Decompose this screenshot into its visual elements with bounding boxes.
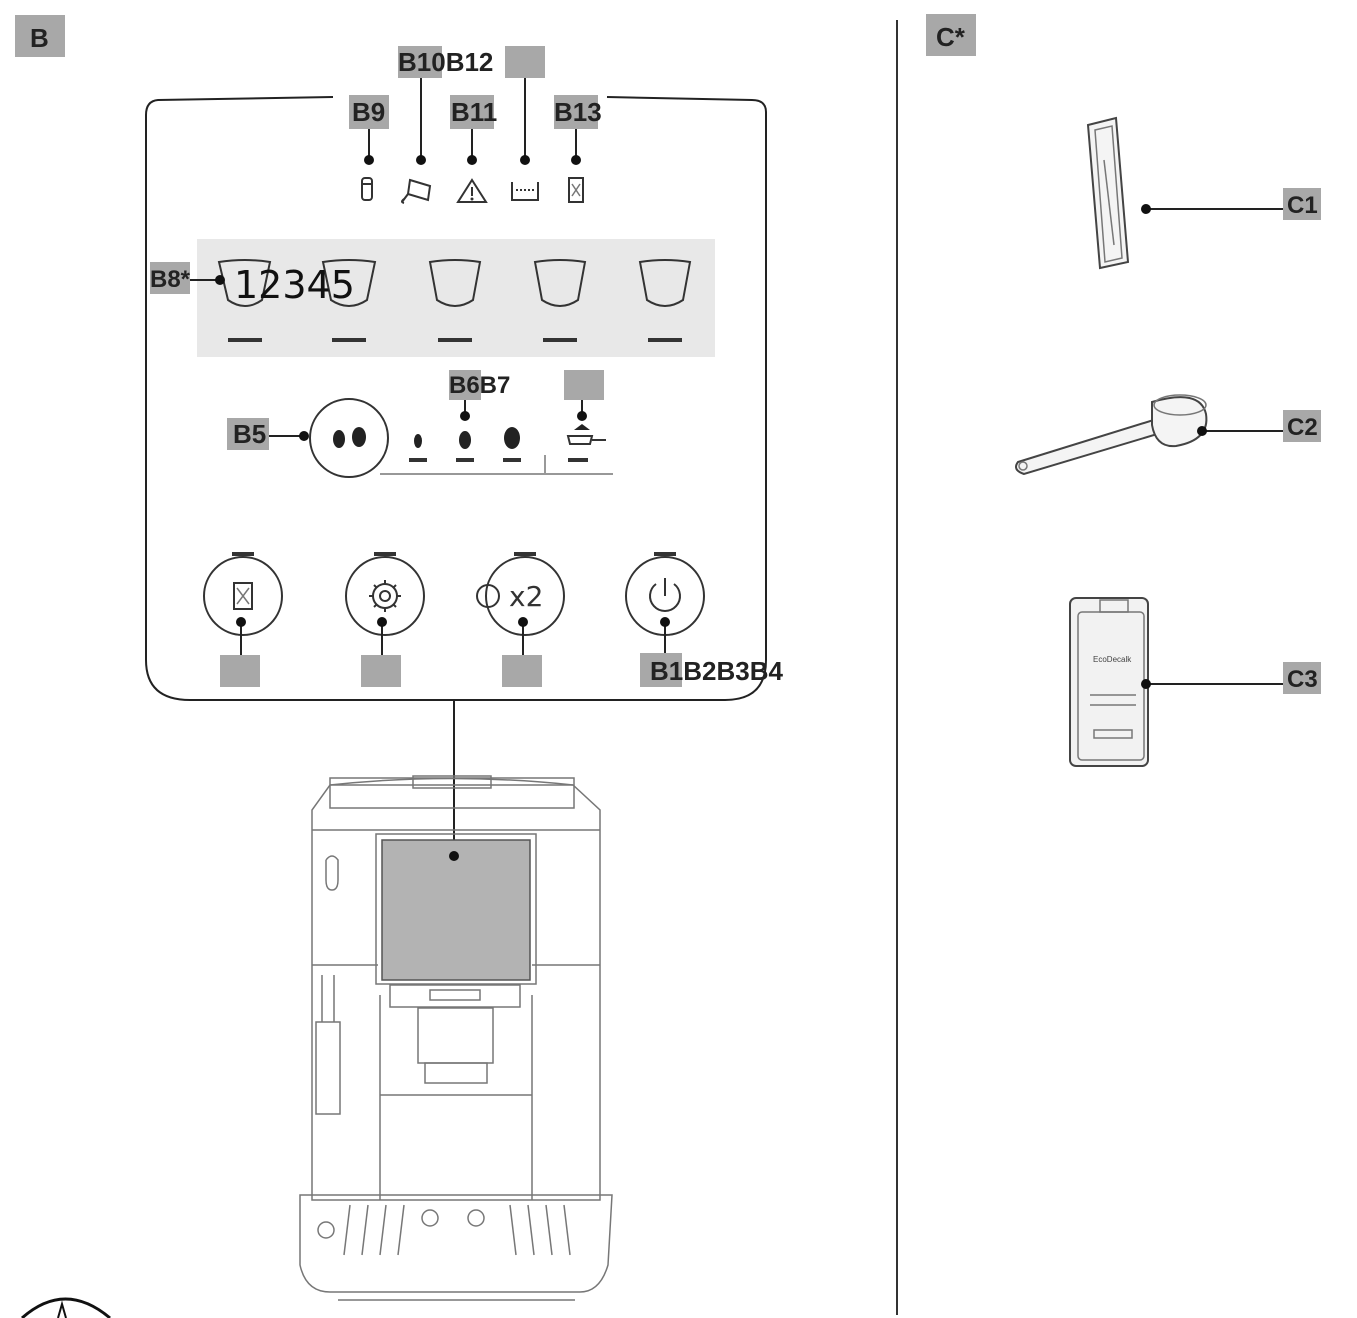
descale-button[interactable] [203, 552, 283, 687]
rinse-icon [476, 584, 500, 608]
descale-indicator-icon [568, 177, 584, 203]
label-b5: B5 [227, 418, 309, 450]
section-c-heading: C* [926, 14, 976, 56]
cup-button-2[interactable] [321, 259, 377, 342]
test-strip-item [1086, 116, 1283, 270]
label-c2-text: C2 [1287, 414, 1318, 441]
aroma-mild-icon [414, 434, 422, 448]
aroma-level-indicators [380, 424, 613, 475]
label-c1-text: C1 [1287, 192, 1318, 219]
cup-button-5[interactable] [638, 259, 692, 342]
label-b6b7-text: B6B7 [449, 372, 510, 399]
pre-ground-coffee-icon [566, 424, 606, 445]
partial-symbol-icon [21, 1297, 111, 1318]
aroma-button[interactable] [309, 398, 389, 478]
label-c3: C3 [1283, 662, 1321, 694]
coffee-bean-icon [333, 430, 345, 448]
aroma-medium-icon [459, 431, 471, 449]
aroma-strong-icon [504, 427, 520, 449]
pack-brand-text: EcoDecalk [1093, 655, 1132, 664]
section-c-heading-text: C* [936, 22, 966, 52]
power-button[interactable]: B1B2B3B4 [625, 552, 783, 687]
machine-display-panel [381, 839, 531, 981]
label-b6b7: B6B7 [449, 370, 604, 421]
section-b-heading: B [15, 15, 65, 57]
label-b1b4-text: B1B2B3B4 [650, 656, 783, 686]
double-label: x2 [509, 580, 543, 613]
label-b10b12: B10B12 [398, 46, 493, 165]
cup-button-4[interactable] [533, 259, 587, 342]
label-b5-text: B5 [233, 419, 266, 449]
label-b11: B11 [450, 95, 497, 165]
label-b13: B13 [554, 95, 602, 165]
label-b12-box [505, 46, 545, 165]
control-panel-outline [145, 96, 767, 701]
descaler-pack-item: EcoDecalk [1069, 597, 1283, 767]
section-b-heading-text: B [30, 23, 49, 53]
empty-grounds-indicator-icon [401, 178, 432, 204]
cup-button-3[interactable] [428, 259, 482, 342]
label-c2: C2 [1283, 410, 1321, 442]
double-cup-rinse-button[interactable]: x2 [476, 552, 565, 687]
label-c3-text: C3 [1287, 666, 1318, 693]
label-b10b12-text: B10B12 [398, 47, 493, 77]
power-icon [649, 578, 681, 612]
alarm-triangle-icon [456, 178, 488, 203]
label-b13-text: B13 [554, 97, 602, 127]
gear-icon [369, 580, 401, 612]
cup-button-1[interactable] [217, 259, 272, 342]
drip-tray-grille [317, 1204, 571, 1256]
label-c1: C1 [1283, 188, 1321, 220]
label-b9: B9 [349, 95, 389, 165]
settings-button[interactable] [345, 552, 425, 687]
descale-icon [233, 582, 253, 610]
cup-numbers-text: 12345 [234, 263, 355, 307]
measuring-spoon-item [1015, 394, 1283, 476]
label-b11-text: B11 [451, 97, 497, 127]
drip-tray-indicator-icon [511, 182, 539, 201]
coffee-machine-illustration [299, 775, 613, 1301]
label-b8: B8* [150, 262, 225, 294]
label-b8-text: B8* [150, 266, 191, 293]
water-tank-indicator-icon [361, 177, 373, 201]
label-b9-text: B9 [352, 97, 385, 127]
cup-selection-panel [197, 239, 715, 357]
